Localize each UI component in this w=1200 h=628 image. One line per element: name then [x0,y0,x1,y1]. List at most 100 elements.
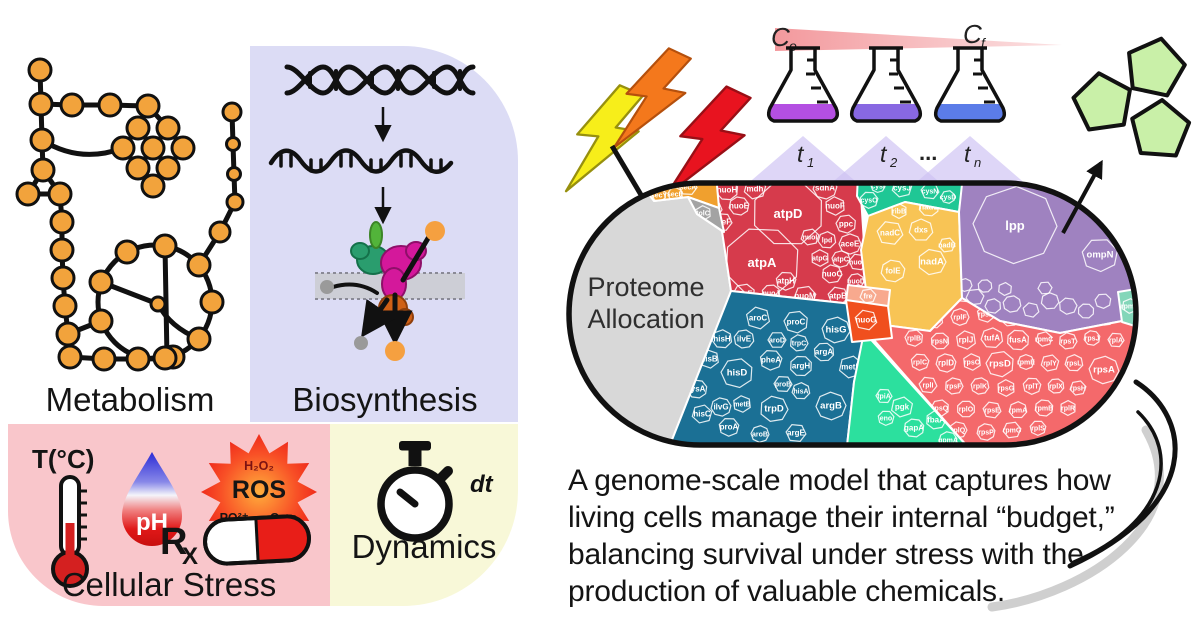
product-secretion-arrow [1061,159,1103,234]
cofactor-circle [354,336,368,350]
gene-label: rplC [913,360,927,367]
h2o2-label: H₂O₂ [244,459,274,473]
treemap-cell [817,231,837,249]
gene-label: hisG [825,325,846,336]
gene-label: rpmG [1003,428,1022,435]
treemap-cell [1064,354,1084,372]
treemap-cell [733,329,755,349]
treemap-cell [775,271,797,291]
timepoint-labels: t 1 t 2 ... t n [797,140,981,170]
treemap-cell [1059,297,1078,315]
treemap-cell [998,281,1012,297]
treemap-cell [821,316,851,344]
treemap-cell [859,288,877,304]
treemap-cell [1088,355,1120,385]
gene-label: nuoD [847,279,865,286]
ph-label: pH [136,509,168,536]
product-pentagon-icon [1127,36,1187,98]
gene-label: proC [787,318,806,327]
rx-label: R [160,521,187,563]
gene-label: cysD [940,195,957,202]
treemap-cell [1029,420,1047,437]
treemap-cell [938,431,958,445]
flagellum-icon [1067,379,1178,569]
treemap-cell [997,379,1015,397]
metabolite-nodes [15,57,245,372]
ros-label: ROS [232,476,286,504]
t2-sub: 2 [889,155,898,170]
gene-label: rplD [938,359,954,368]
treemap-cell [1006,329,1030,351]
t2-label: t [880,141,888,167]
gene-label: nuoB [849,260,867,267]
product-pentagon-icon [1130,98,1192,158]
treemap-cell [945,377,964,395]
treemap-cell [678,183,698,196]
treemap-cell [918,248,947,276]
tn-sub: n [974,155,981,170]
treemap-cell [1002,421,1022,439]
gene-label: rpmE [1017,360,1035,367]
treemap-cell [908,218,934,241]
gene-label: nuoC [822,270,843,279]
gene-label: rplJ [959,336,974,345]
gene-label: dxs [914,226,928,235]
gene-label: aroB [752,432,768,439]
treemap-cell [720,358,753,389]
product-pentagon-icon [1071,71,1132,132]
gene-label: nuoG [856,316,877,325]
treemap-cell [876,221,904,245]
c-final-label: C [963,19,982,49]
treemap-cell [970,377,990,395]
treemap-cell [1077,303,1095,319]
gene-label: fbaA [927,416,945,425]
gene-label: rplR [1061,406,1075,413]
gene-label: rplK [973,384,987,391]
treemap-cell [759,349,783,371]
treemap-cell [940,190,956,204]
treemap-cell [918,376,938,394]
treemap-cell [1122,298,1136,314]
treemap-region-mint-edge: rpmH [1117,286,1136,331]
treemap-cell [972,185,1058,265]
t1-sub: 1 [807,155,814,170]
gene-label: cysN [922,189,939,196]
gene-label: trpC [792,341,806,348]
gene-label: nuoH [717,186,738,195]
treemap-cell [767,332,787,348]
temperature-label: T(°C) [32,444,94,474]
biosynthesis-icons [268,64,476,361]
gene-label: rplA [1109,338,1123,345]
caption-text: A genome-scale model that captures how l… [568,462,1200,610]
flask-icon [766,46,840,123]
gene-label: gpmA [938,438,958,445]
gene-label: rpsH [1070,386,1086,393]
gene-label: nadC [880,229,900,238]
cellular-stress-icons: T(°C) pH H₂O₂ ROS PQ²⁺ O₂•⁻ R X [32,434,317,588]
treemap-cell [1107,332,1125,348]
gene-label: rpsO [964,360,981,367]
gene-label: nuoE [729,202,750,211]
gene-label: atpG [812,256,829,263]
caption-line: balancing survival under stress with the [568,538,1084,571]
gene-label: cysJ [893,184,911,193]
c-final-sub: f [981,35,987,51]
treemap-cell [854,309,878,331]
caption-line: production of valuable chemicals. [568,575,1005,608]
ellipsis-label: ... [919,140,937,165]
caption-line: A genome-scale model that captures how [568,464,1111,497]
treemap-cell [711,329,733,349]
treemap-cell [1040,354,1060,372]
gene-label: rpmB [1035,406,1053,413]
gene-label: aroD [769,338,785,345]
metabolism-label: Metabolism [45,381,215,418]
treemap-cell [773,375,793,393]
gene-label: gapA [904,424,924,433]
treemap-cell [910,353,930,371]
treemap-cell [984,298,1002,314]
treemap-cell [1081,239,1119,273]
gene-label: proB [775,382,791,389]
treemap-cell [743,183,767,200]
gene-label: tufA [984,334,1000,343]
